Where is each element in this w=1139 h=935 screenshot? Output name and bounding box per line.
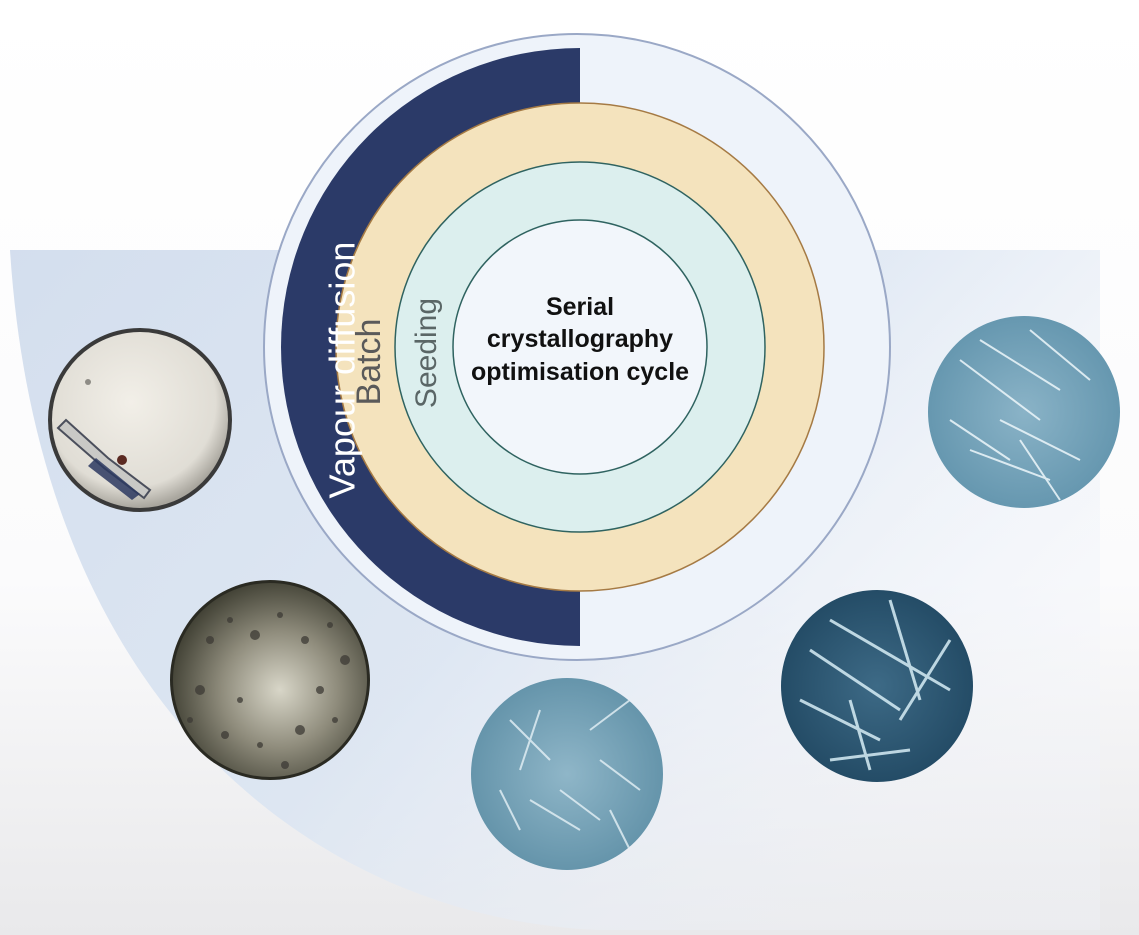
vapour-diffusion-label: Vapour diffusion <box>322 242 363 499</box>
center-title-line1: Serial <box>546 293 614 321</box>
microcrystal-cluster-photo <box>471 678 663 870</box>
seeding-label: Seeding <box>410 298 443 408</box>
dense-microcrystal-slurry-photo <box>170 580 370 780</box>
center-title-line3: optimisation cycle <box>471 358 689 386</box>
needle-crystals-photo <box>781 590 973 782</box>
fine-needle-crystals-photo <box>928 316 1120 508</box>
batch-label: Batch <box>350 319 388 406</box>
single-large-crystal-photo <box>48 328 232 512</box>
center-circle <box>452 219 708 475</box>
center-title-line2: crystallography <box>487 325 673 353</box>
